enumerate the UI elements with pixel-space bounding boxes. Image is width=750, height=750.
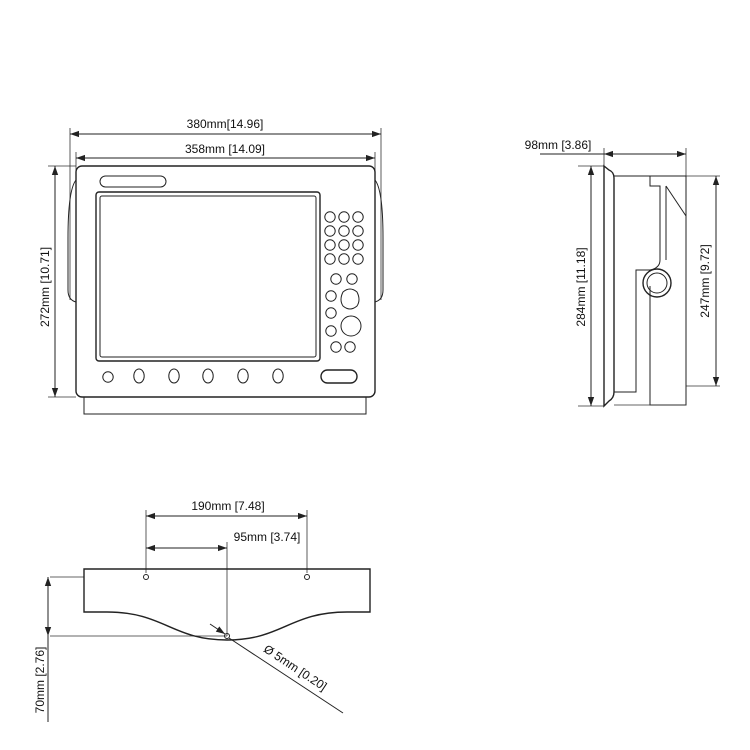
side-knob-inner [646, 272, 668, 294]
keypad-buttons [324, 211, 364, 353]
bracket-height-label: 247mm [9.72] [698, 244, 712, 317]
unit-body [75, 165, 376, 398]
left-knob [67, 179, 77, 303]
rotary-knob [340, 315, 362, 337]
center-hole [224, 633, 230, 639]
side-front-panel [603, 164, 615, 408]
front-height-label: 272mm [10.71] [38, 247, 52, 327]
bracket-view: 190mm [7.48] 95mm [3.74] 70mm [2.76] Ø 5… [33, 499, 371, 722]
total-height-label: 284mm [11.18] [574, 247, 588, 326]
cursor-pad [340, 288, 360, 310]
bracket-outline [83, 568, 371, 641]
soft-keys [102, 368, 284, 384]
mounting-hole-right [304, 574, 310, 580]
inner-width-label: 358mm [14.09] [185, 142, 265, 156]
hole-spacing-label: 190mm [7.48] [191, 499, 264, 513]
side-bracket-edge [665, 185, 687, 217]
screen-bezel [95, 191, 321, 362]
bracket-height-label-lower: 70mm [2.76] [33, 647, 47, 714]
screen-display [99, 195, 317, 358]
side-knob [642, 268, 672, 298]
depth-label: 98mm [3.86] [525, 138, 592, 152]
front-view: 380mm[14.96] 358mm [14.09] 272mm [10.71] [38, 117, 384, 415]
overall-width-label: 380mm[14.96] [187, 117, 264, 131]
side-view: 98mm [3.86] 284mm [11.18] 247mm [9.72] [525, 138, 720, 408]
front-bracket-foot [83, 397, 367, 415]
diameter-leader-line [228, 637, 344, 714]
power-button [320, 369, 358, 384]
side-housing [614, 175, 661, 393]
card-slot [99, 175, 167, 188]
center-offset-label: 95mm [3.74] [234, 530, 301, 544]
mounting-hole-left [143, 574, 149, 580]
right-knob [374, 179, 384, 303]
hole-diameter-label: Ø 5mm [0.20] [261, 642, 329, 694]
diameter-arrow-in [209, 623, 226, 635]
